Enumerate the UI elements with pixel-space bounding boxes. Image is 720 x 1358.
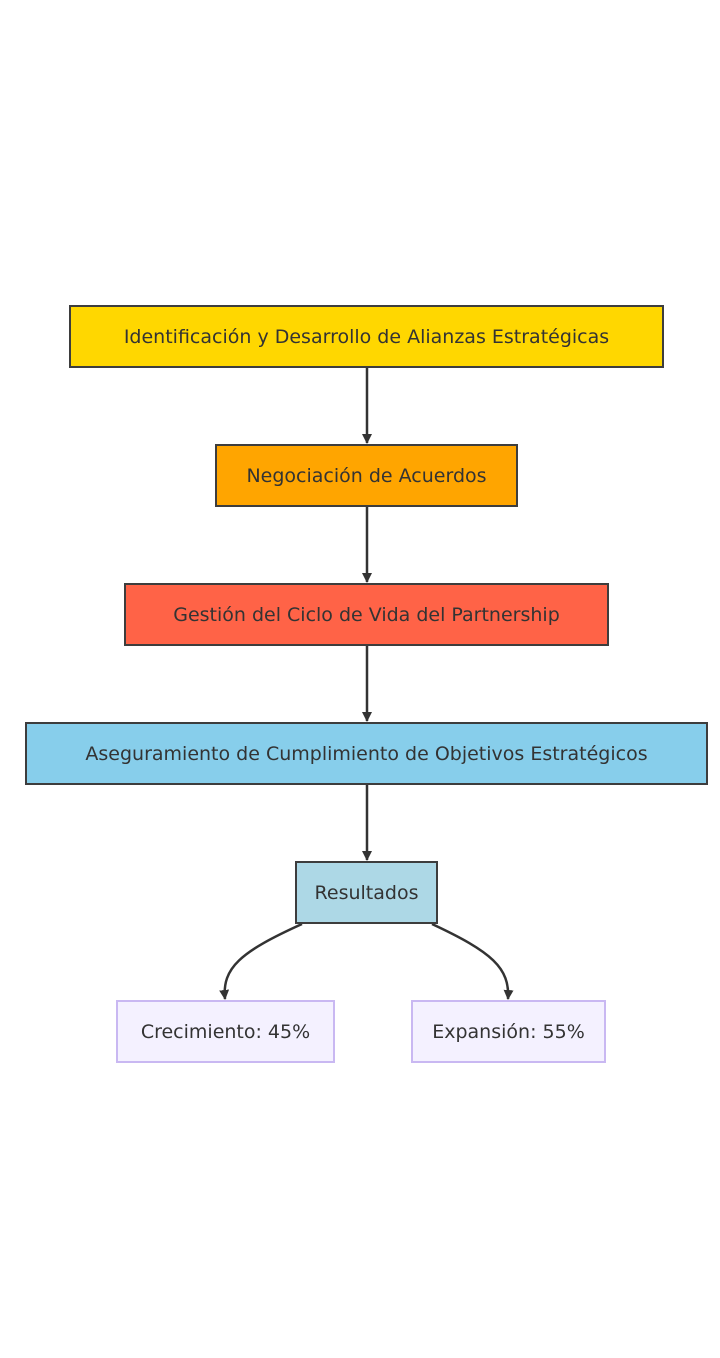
node-identificacion-label: Identificación y Desarrollo de Alianzas … [123,325,610,348]
node-negociacion-label: Negociación de Acuerdos [246,464,487,487]
node-aseguramiento: Aseguramiento de Cumplimiento de Objetiv… [25,722,708,785]
node-resultados: Resultados [295,861,438,924]
node-aseguramiento-label: Aseguramiento de Cumplimiento de Objetiv… [85,742,648,765]
node-gestion-label: Gestión del Ciclo de Vida del Partnershi… [173,603,560,626]
node-crecimiento-label: Crecimiento: 45% [140,1020,311,1043]
node-expansion: Expansión: 55% [411,1000,606,1063]
node-identificacion: Identificación y Desarrollo de Alianzas … [69,305,664,368]
node-negociacion: Negociación de Acuerdos [215,444,518,507]
node-resultados-label: Resultados [314,881,419,904]
edge-resultados-crecimiento [219,922,303,1000]
node-expansion-label: Expansión: 55% [432,1020,585,1043]
node-crecimiento: Crecimiento: 45% [116,1000,335,1063]
node-gestion: Gestión del Ciclo de Vida del Partnershi… [124,583,609,646]
edge-resultados-expansion [431,922,514,1000]
